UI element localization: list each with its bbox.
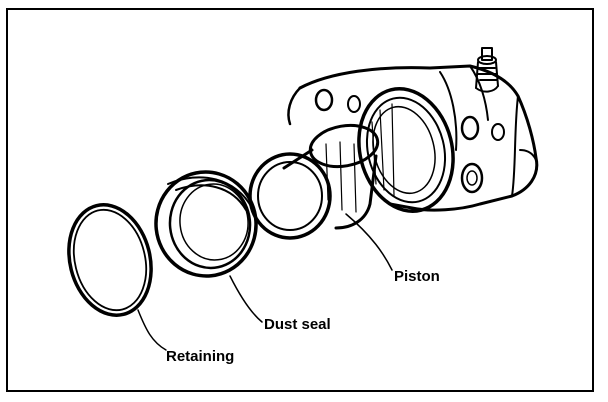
leader-retaining: [137, 309, 167, 351]
retaining-ring: [67, 203, 153, 317]
piston: [248, 123, 380, 240]
caliper-body: [287, 47, 539, 213]
dust-seal: [154, 170, 258, 278]
leader-piston: [345, 213, 393, 271]
leader-dust-seal: [229, 275, 263, 323]
label-dust-seal: Dust seal: [264, 316, 331, 333]
label-piston: Piston: [394, 268, 440, 285]
label-retaining: Retaining: [166, 348, 235, 365]
